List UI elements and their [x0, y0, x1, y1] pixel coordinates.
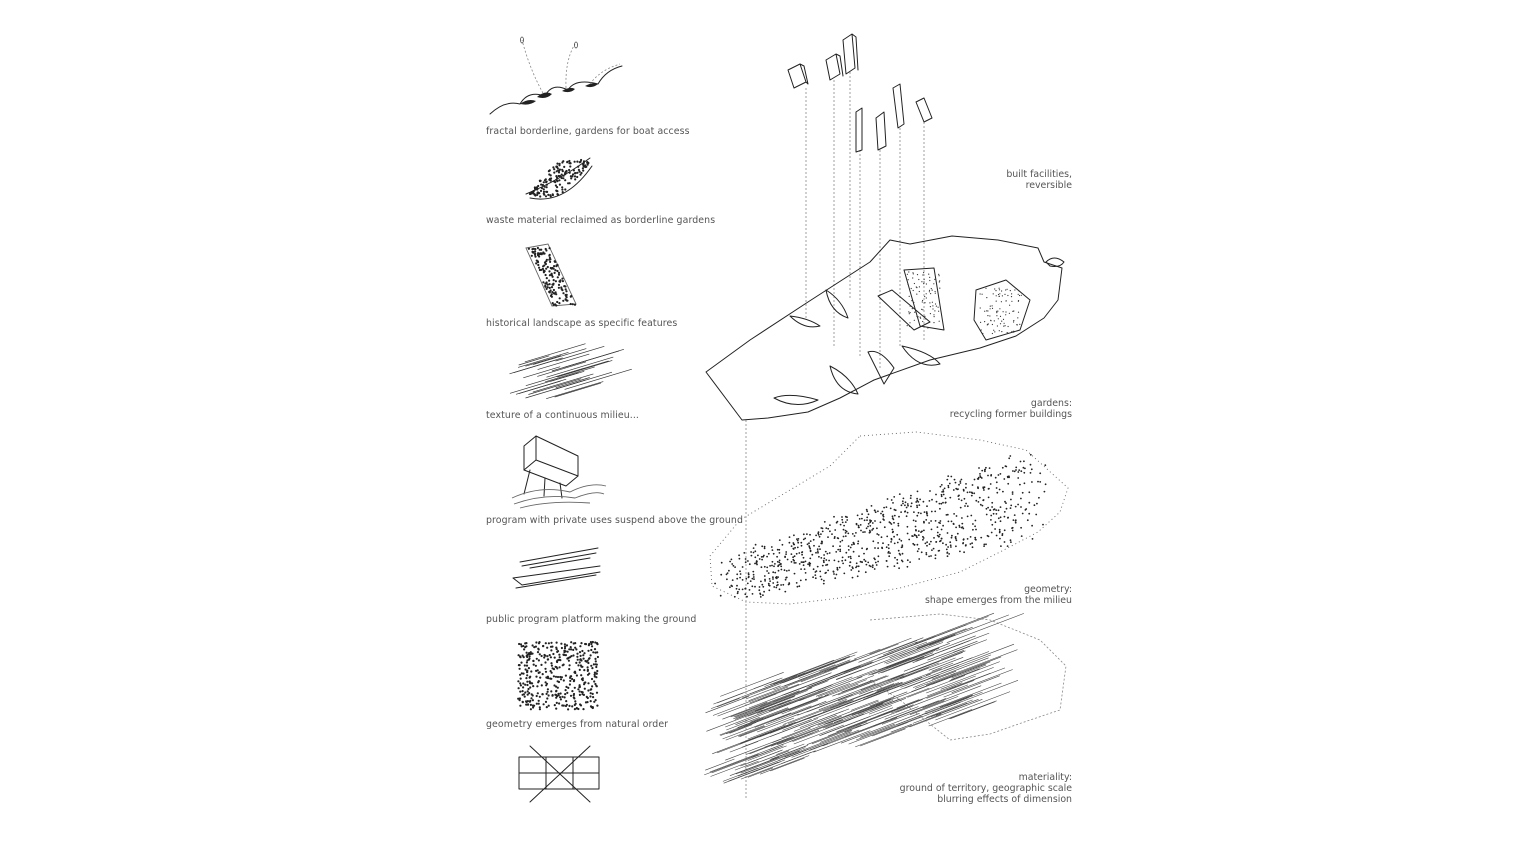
gardens-label: gardens: recycling former buildings — [950, 398, 1072, 420]
label-line: materiality: — [1018, 772, 1072, 783]
public-platform-icon — [512, 547, 601, 589]
label-line: reversible — [1025, 180, 1072, 191]
label-line: ground of territory, geographic scale — [899, 783, 1072, 794]
gardens-layer-plate — [705, 235, 1065, 421]
label-line: blurring effects of dimension — [937, 794, 1072, 805]
materiality-layer-plate — [704, 612, 1067, 784]
label-line: shape emerges from the milieu — [924, 595, 1072, 606]
geometry-layer-plate — [709, 431, 1069, 605]
legend-caption-5: program with private uses suspend above … — [486, 515, 744, 526]
boat-access-gardens-icon — [489, 36, 623, 115]
built-facility-blocks — [787, 33, 933, 153]
crossed-grid-icon — [518, 745, 600, 803]
waste-material-garden-icon — [525, 157, 593, 200]
legend-caption-6: public program platform making the groun… — [486, 614, 697, 625]
historical-landscape-icon — [525, 243, 577, 307]
legend-caption-3: historical landscape as specific feature… — [486, 318, 678, 329]
milieu-texture-icon — [509, 343, 632, 400]
layer-connectors — [745, 72, 925, 800]
label-line: geometry: — [1024, 584, 1072, 595]
materiality-label: materiality: ground of territory, geogra… — [900, 772, 1072, 805]
legend-caption-4: texture of a continuous milieu... — [486, 410, 640, 421]
label-line: recycling former buildings — [949, 409, 1072, 420]
label-line: built facilities, — [1006, 169, 1072, 180]
legend-caption-1: fractal borderline, gardens for boat acc… — [486, 126, 690, 137]
geometry-label: geometry: shape emerges from the milieu — [925, 584, 1072, 606]
label-line: gardens: — [1030, 398, 1072, 409]
natural-order-geometry-icon — [517, 640, 600, 711]
suspended-program-icon — [511, 435, 607, 509]
legend-caption-2: waste material reclaimed as borderline g… — [486, 215, 716, 226]
built-facilities-label: built facilities, reversible — [1006, 169, 1072, 191]
legend-caption-7: geometry emerges from natural order — [486, 719, 669, 730]
